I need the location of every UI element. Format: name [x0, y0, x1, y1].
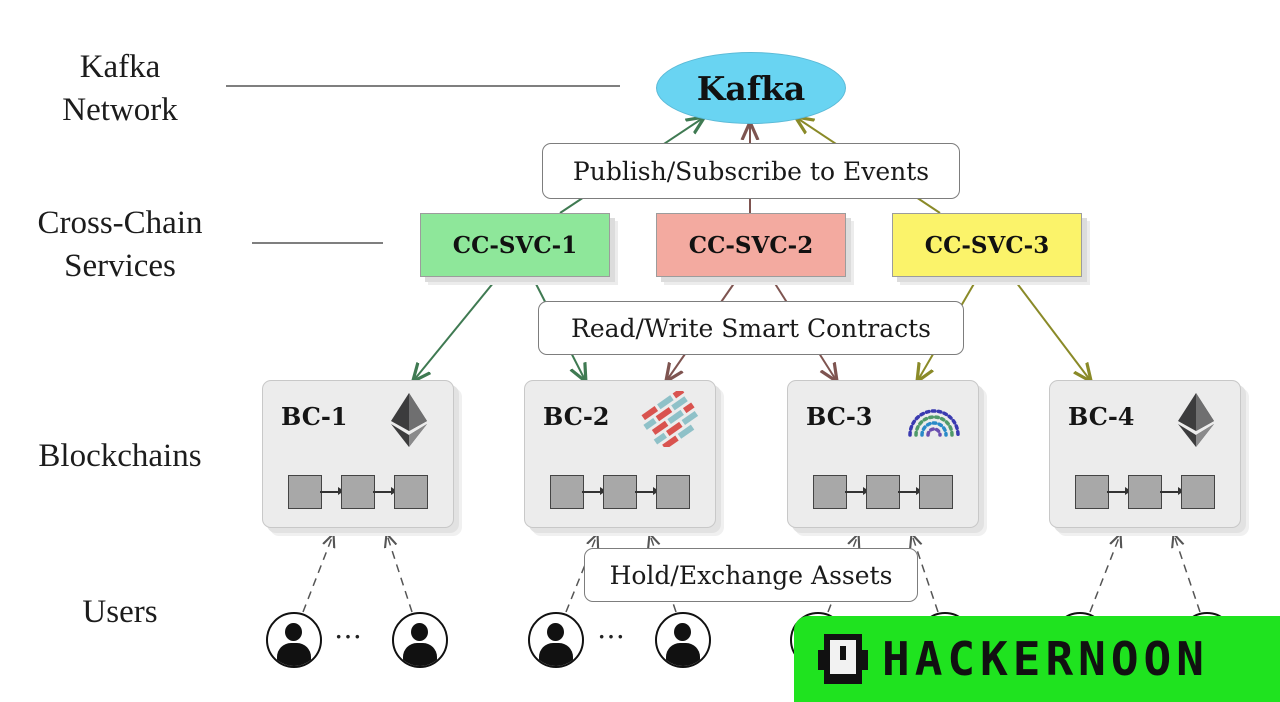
user-avatar-icon: [528, 612, 584, 668]
hyperledger-fabric-logo-icon: [641, 391, 699, 447]
block: [866, 475, 900, 509]
layer-label-line: Kafka: [79, 49, 161, 85]
block: [656, 475, 690, 509]
kafka-node: Kafka: [656, 52, 846, 124]
service-node-cc-svc-2: CC-SVC-2: [656, 213, 846, 277]
svc1-to-bc1-edge: [414, 281, 495, 380]
block-link-arrow: [1107, 488, 1131, 494]
service-node-label: CC-SVC-2: [688, 231, 814, 259]
service-node-cc-svc-1: CC-SVC-1: [420, 213, 610, 277]
block-chain: [288, 475, 428, 509]
users-ellipsis: …: [334, 612, 368, 645]
block-link-arrow: [582, 488, 606, 494]
user-to-bc4-edge: [1089, 535, 1120, 613]
user-avatar-icon: [266, 612, 322, 668]
kafka-node-label: Kafka: [696, 68, 806, 108]
blockchain-label: BC-3: [806, 402, 873, 431]
service-node-cc-svc-3: CC-SVC-3: [892, 213, 1082, 277]
quorum-arc-logo-icon: [908, 409, 960, 437]
block-link-arrow: [1160, 488, 1184, 494]
blockchain-node-bc-3: BC-3: [787, 380, 979, 528]
layer-label-kafka-network: Kafka Network: [20, 46, 220, 132]
block: [1075, 475, 1109, 509]
users-ellipsis: …: [597, 612, 631, 645]
block: [603, 475, 637, 509]
block: [394, 475, 428, 509]
block: [1181, 475, 1215, 509]
block: [919, 475, 953, 509]
service-node-label: CC-SVC-3: [924, 231, 1050, 259]
block-link-arrow: [845, 488, 869, 494]
layer-label-line: Services: [64, 248, 176, 284]
blockchain-node-bc-1: BC-1: [262, 380, 454, 528]
ethereum-logo-icon: [391, 393, 427, 447]
block: [550, 475, 584, 509]
user-to-bc1-edge: [387, 535, 413, 613]
blockchain-label: BC-4: [1068, 402, 1135, 431]
layer-label-cross-chain-services: Cross-Chain Services: [15, 202, 225, 288]
user-to-bc1-edge: [302, 535, 333, 613]
user-avatar-icon: [392, 612, 448, 668]
block-link-arrow: [635, 488, 659, 494]
service-node-label: CC-SVC-1: [452, 231, 578, 259]
layer-label-users: Users: [20, 591, 220, 634]
block: [341, 475, 375, 509]
ethereum-logo-icon: [1178, 393, 1214, 447]
layer-label-line: Cross-Chain: [37, 205, 203, 241]
hackernoon-watermark: HACKERNOON: [794, 616, 1280, 702]
edge-label-read-write: Read/Write Smart Contracts: [538, 301, 964, 355]
hackernoon-helmet-icon: [818, 634, 868, 684]
block-chain: [813, 475, 953, 509]
block-chain: [550, 475, 690, 509]
blockchain-label: BC-1: [281, 402, 348, 431]
layer-label-line: Network: [62, 92, 178, 128]
layer-label-line: Blockchains: [38, 438, 202, 474]
layer-label-blockchains: Blockchains: [15, 435, 225, 478]
block-chain: [1075, 475, 1215, 509]
hackernoon-wordmark: HACKERNOON: [882, 632, 1209, 686]
user-avatar-icon: [655, 612, 711, 668]
blockchain-node-bc-4: BC-4: [1049, 380, 1241, 528]
block-link-arrow: [373, 488, 397, 494]
blockchain-label: BC-2: [543, 402, 610, 431]
blockchain-node-bc-2: BC-2: [524, 380, 716, 528]
edge-label-hold-exchange: Hold/Exchange Assets: [584, 548, 918, 602]
block: [813, 475, 847, 509]
block: [288, 475, 322, 509]
edge-label-publish-subscribe: Publish/Subscribe to Events: [542, 143, 960, 199]
user-to-bc4-edge: [1174, 535, 1201, 613]
layer-label-line: Users: [82, 594, 158, 630]
block-link-arrow: [320, 488, 344, 494]
block: [1128, 475, 1162, 509]
svc3-to-bc4-edge: [1015, 281, 1090, 380]
block-link-arrow: [898, 488, 922, 494]
